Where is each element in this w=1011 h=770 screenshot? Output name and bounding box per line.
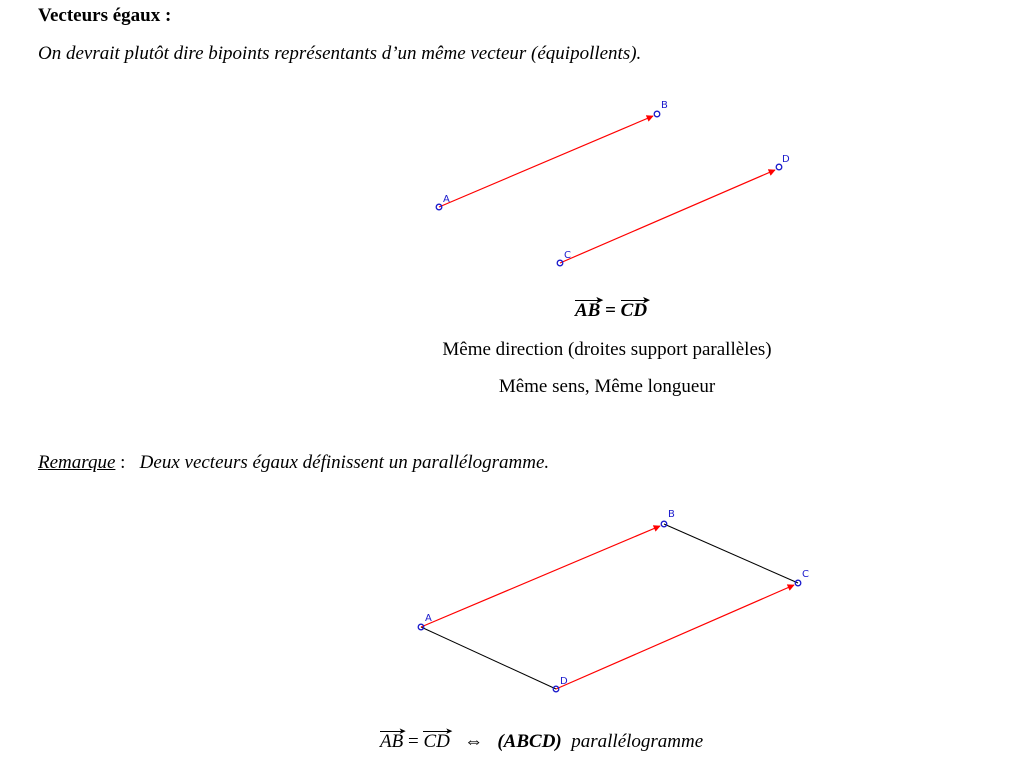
vector-dc-2 (555, 584, 795, 690)
quadrilateral-abcd: (ABCD) (497, 731, 562, 752)
label-a-2: A (425, 613, 432, 624)
label-c-2: C (802, 569, 809, 580)
segment-bc (663, 523, 799, 584)
label-a: A (443, 194, 450, 205)
point-a (435, 203, 443, 211)
label-d: D (782, 154, 790, 165)
point-a-2 (417, 623, 425, 631)
remark: Remarque : Deux vecteurs égaux définisse… (38, 452, 549, 474)
figure-2-parallelogram: A B C D (417, 509, 809, 693)
remark-keyword: Remarque (38, 452, 116, 473)
segment-ad (420, 626, 557, 690)
vector-ab-2 (420, 525, 661, 628)
label-b-2: B (668, 509, 675, 520)
section-title: Vecteurs égaux : (38, 5, 172, 26)
point-b-2 (660, 520, 668, 528)
point-c-2 (794, 579, 802, 587)
remark-text: Deux vecteurs égaux définissent un paral… (139, 452, 550, 473)
equals-sign: = (605, 300, 616, 321)
equivalence-symbol: ⇔ (464, 731, 484, 752)
label-b: B (661, 100, 668, 111)
property-direction: Même direction (droites support parallèl… (442, 339, 772, 360)
point-c (556, 259, 564, 267)
vector-equality-2: ➤AB = ➤CD ⇔ (ABCD) parallélogramme (380, 726, 704, 753)
label-d-2: D (560, 676, 568, 687)
label-c: C (564, 250, 571, 261)
intro-text: On devrait plutôt dire bipoints représen… (38, 43, 642, 64)
point-d-2 (552, 685, 560, 693)
vector-ab-notation: ➤AB (574, 295, 604, 321)
point-d (775, 163, 783, 171)
property-sens-longueur: Même sens, Même longueur (498, 376, 716, 397)
equals-sign-2: = (407, 731, 419, 752)
figure-1-vectors: A B C D (435, 100, 790, 267)
vector-cd-notation: ➤CD (620, 295, 651, 321)
remark-colon: : (115, 452, 126, 473)
vector-ab-notation-2: ➤AB (380, 726, 407, 752)
vector-cd-notation-2: ➤CD (423, 726, 453, 752)
parallelogram-word: parallélogramme (571, 731, 704, 752)
point-b (653, 110, 661, 118)
vector-cd (559, 169, 776, 264)
vector-equality-1: ➤AB = ➤CD (0, 295, 1011, 322)
vector-ab (438, 115, 654, 208)
